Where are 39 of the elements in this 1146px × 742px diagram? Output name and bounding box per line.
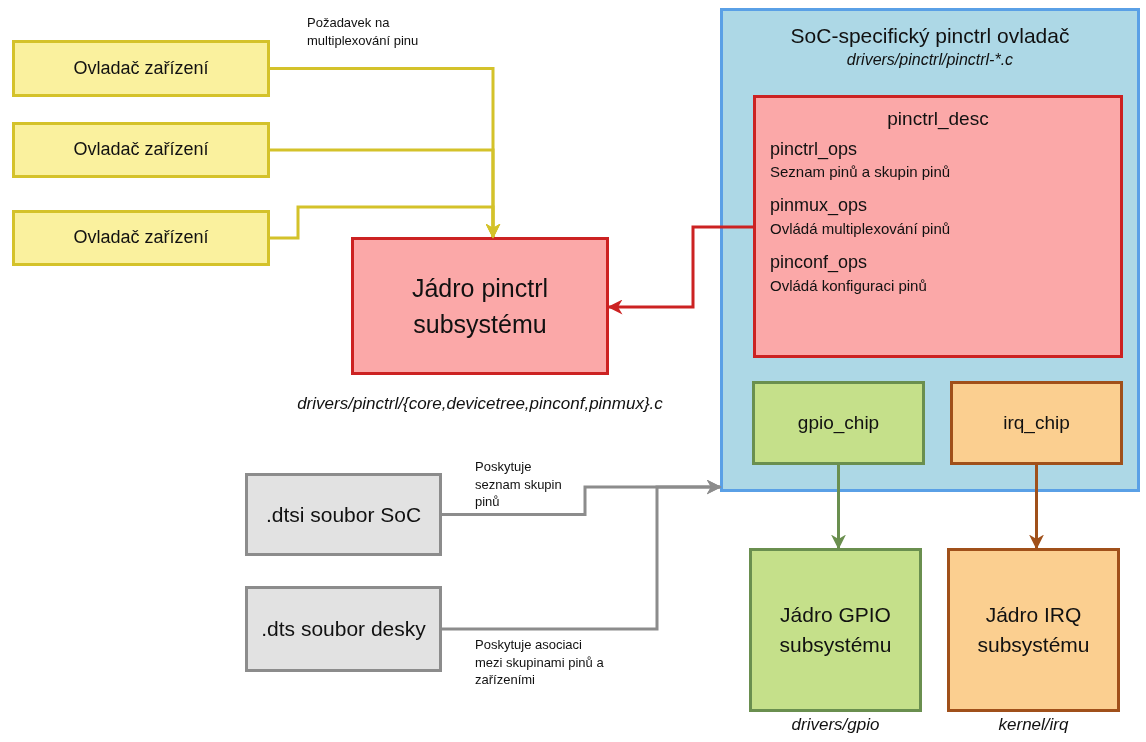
struct-title: pinctrl_desc — [886, 108, 990, 131]
ops-description: Ovládá multiplexování pinů — [770, 220, 952, 238]
file-path: drivers/gpio — [791, 715, 880, 735]
struct-box — [752, 381, 925, 465]
node-label: Jádro GPIO subsystému — [778, 601, 893, 658]
container-title: SoC-specifický pinctrl ovladač — [790, 23, 1070, 49]
arrow — [831, 465, 846, 550]
ops-description: Ovládá konfiguraci pinů — [770, 276, 928, 295]
node-label: Jádro IRQ subsystému — [976, 601, 1091, 658]
edge-label: Poskytuje seznam skupin pinů — [475, 458, 563, 511]
node-label: Jádro pinctrl subsystému — [410, 272, 550, 340]
node-label: Ovladač zařízení — [73, 227, 209, 249]
file-box — [245, 473, 442, 556]
node-label: Ovladač zařízení — [73, 139, 209, 161]
driver-box — [12, 210, 270, 266]
arrow — [1029, 465, 1044, 550]
ops-name: pinconf_ops — [770, 252, 869, 274]
struct-box — [950, 381, 1123, 465]
ops-name: pinctrl_ops — [770, 138, 859, 161]
driver-box — [12, 122, 270, 178]
arrow — [270, 205, 501, 240]
file-path: drivers/pinctrl/{core,devicetree,pinconf,pinmux}.c — [297, 394, 663, 414]
edge-label: Požadavek na multiplexování pinu — [307, 14, 420, 50]
driver-box — [12, 40, 270, 97]
struct-box — [753, 95, 1123, 358]
node-label: gpio_chip — [797, 411, 880, 435]
node-label: irq_chip — [1003, 411, 1070, 435]
node-label: .dts soubor desky — [261, 616, 426, 642]
ops-description: Seznam pinů a skupin pinů — [770, 163, 952, 182]
file-path: kernel/irq — [998, 715, 1069, 735]
edge-label: Poskytuje asociaci mezi skupinami pinů a zařízeními — [475, 636, 605, 689]
ops-name: pinmux_ops — [770, 195, 869, 217]
node-label: Ovladač zařízení — [73, 57, 209, 80]
driver-container — [720, 8, 1140, 492]
file-box — [245, 586, 442, 672]
file-path: drivers/pinctrl/pinctrl-*.c — [846, 50, 1014, 70]
node-label: .dtsi soubor SoC — [265, 501, 422, 528]
arrow — [607, 225, 753, 315]
arrow — [442, 479, 722, 631]
